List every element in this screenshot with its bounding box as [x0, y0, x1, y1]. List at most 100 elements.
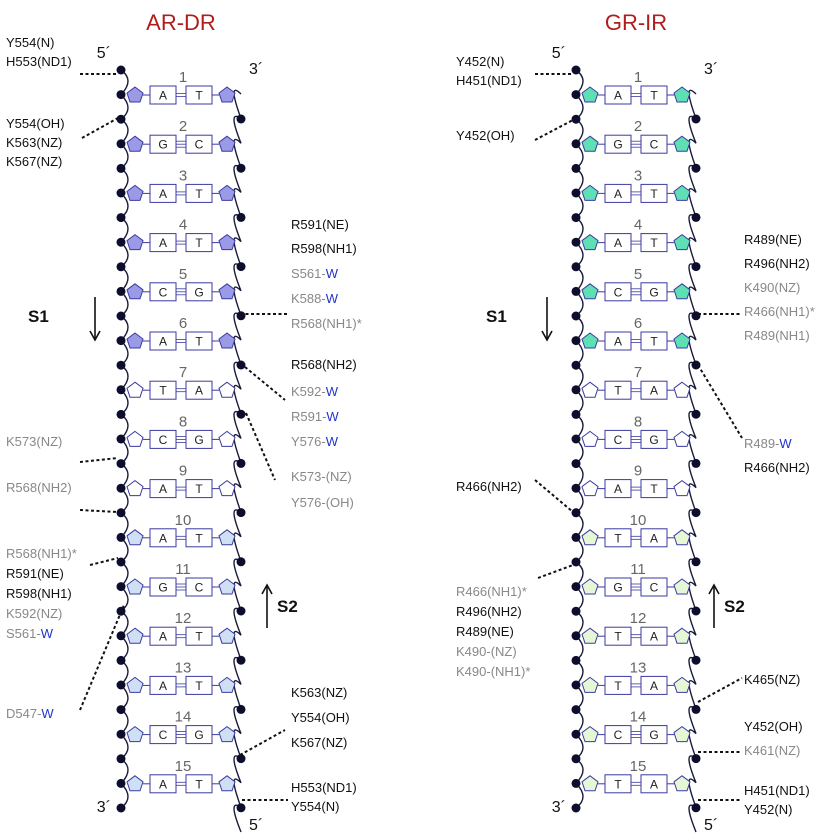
base-box-right	[640, 528, 668, 548]
residue-label-part: H451(ND1)	[456, 73, 522, 88]
base-letter-left: A	[614, 236, 622, 250]
base-pair-number: 5	[634, 266, 642, 283]
sugar-right	[673, 430, 691, 447]
base-box-left	[149, 774, 177, 794]
residue-label: R496(NH2)	[744, 256, 810, 271]
phosphate-left	[116, 163, 126, 173]
phosphate-right	[236, 704, 246, 714]
base-letter-right: T	[195, 531, 203, 545]
residue-label-part: K567(NZ)	[291, 735, 347, 750]
residue-label-part: W	[41, 626, 54, 641]
base-letter-right: T	[650, 187, 658, 201]
phosphate-left	[571, 237, 581, 247]
base-box-left	[149, 233, 177, 253]
phosphate-right	[691, 508, 701, 518]
base-box-left	[604, 675, 632, 695]
sugar-right	[673, 184, 691, 201]
residue-label-part: H451(ND1)	[744, 783, 810, 798]
residue-label-part: Y452(N)	[456, 54, 504, 69]
phosphate-right	[691, 704, 701, 714]
residue-label-part: R568(NH1)*	[6, 546, 77, 561]
residue-label-part: R489-	[744, 436, 779, 451]
phosphate-left	[116, 262, 126, 272]
base-letter-left: C	[614, 285, 623, 299]
sugar-left	[581, 135, 599, 152]
residue-label-part: R591(NE)	[6, 566, 64, 581]
phosphate-left	[571, 90, 581, 100]
phosphate-left	[571, 65, 581, 75]
phosphate-left	[116, 631, 126, 641]
sugar-left	[581, 676, 599, 693]
residue-label-part: R466(NH1)*	[744, 304, 815, 319]
base-letter-left: C	[614, 433, 623, 447]
phosphate-right	[691, 803, 701, 813]
phosphate-right	[236, 311, 246, 321]
residue-label-part: K567(NZ)	[6, 154, 62, 169]
phosphate-left	[116, 237, 126, 247]
base-letter-right: G	[649, 433, 658, 447]
residue-label: R466(NH1)*	[456, 584, 527, 599]
sugar-right	[218, 529, 236, 546]
sugar-right	[218, 479, 236, 497]
base-letter-right: C	[195, 138, 204, 152]
prime-bottom-right: 5´	[704, 817, 718, 833]
base-letter-right: G	[649, 728, 658, 742]
residue-label-part: W	[326, 409, 339, 424]
phosphate-left	[571, 557, 581, 567]
residue-label: K490-(NH1)*	[456, 664, 530, 679]
residue-label: R466(NH2)	[456, 479, 522, 494]
residue-label: R489-W	[744, 436, 792, 451]
base-letter-left: A	[159, 679, 167, 693]
residue-label-part: R466(NH2)	[456, 479, 522, 494]
residue-label: R466(NH2)	[744, 460, 810, 475]
base-letter-right: G	[194, 728, 203, 742]
base-box-right	[185, 528, 213, 548]
phosphate-left	[571, 483, 581, 493]
sugar-left	[581, 184, 599, 201]
strand-s2-label: S2	[277, 597, 298, 616]
phosphate-left	[116, 778, 126, 788]
residue-label: Y576-W	[291, 434, 339, 449]
phosphate-right	[236, 114, 246, 124]
sugar-left	[126, 479, 144, 497]
residue-label-part: D547-	[6, 706, 41, 721]
phosphate-left	[571, 680, 581, 690]
base-box-right	[640, 479, 668, 499]
base-box-right	[185, 85, 213, 105]
phosphate-right	[236, 606, 246, 616]
sugar-right	[673, 233, 691, 251]
base-box-left	[149, 183, 177, 203]
residue-label: K490-(NZ)	[456, 644, 517, 659]
sugar-left	[581, 529, 599, 546]
sugar-left	[126, 676, 144, 693]
base-pair-number: 6	[634, 315, 642, 332]
residue-label-part: R568(NH2)	[6, 480, 72, 495]
sugar-left	[581, 86, 599, 103]
base-letter-right: T	[195, 89, 203, 103]
base-pair-number: 8	[634, 413, 642, 430]
phosphate-left	[571, 385, 581, 395]
phosphate-left	[571, 434, 581, 444]
base-letter-left: A	[159, 335, 167, 349]
phosphate-left	[116, 360, 126, 370]
residue-label: D547-W	[6, 706, 54, 721]
sugar-right	[218, 332, 236, 349]
base-box-left	[149, 85, 177, 105]
contact-dash	[537, 564, 574, 579]
phosphate-left	[571, 163, 581, 173]
sugar-left	[126, 381, 144, 398]
sugar-left	[581, 479, 599, 497]
contact-dash	[534, 479, 574, 513]
prime-bottom-right: 5´	[249, 817, 263, 833]
residue-label: R496(NH2)	[456, 604, 522, 619]
base-letter-right: T	[195, 335, 203, 349]
prime-bottom-left: 3´	[97, 799, 111, 816]
phosphate-right	[691, 311, 701, 321]
phosphate-right	[236, 508, 246, 518]
phosphate-left	[571, 705, 581, 715]
